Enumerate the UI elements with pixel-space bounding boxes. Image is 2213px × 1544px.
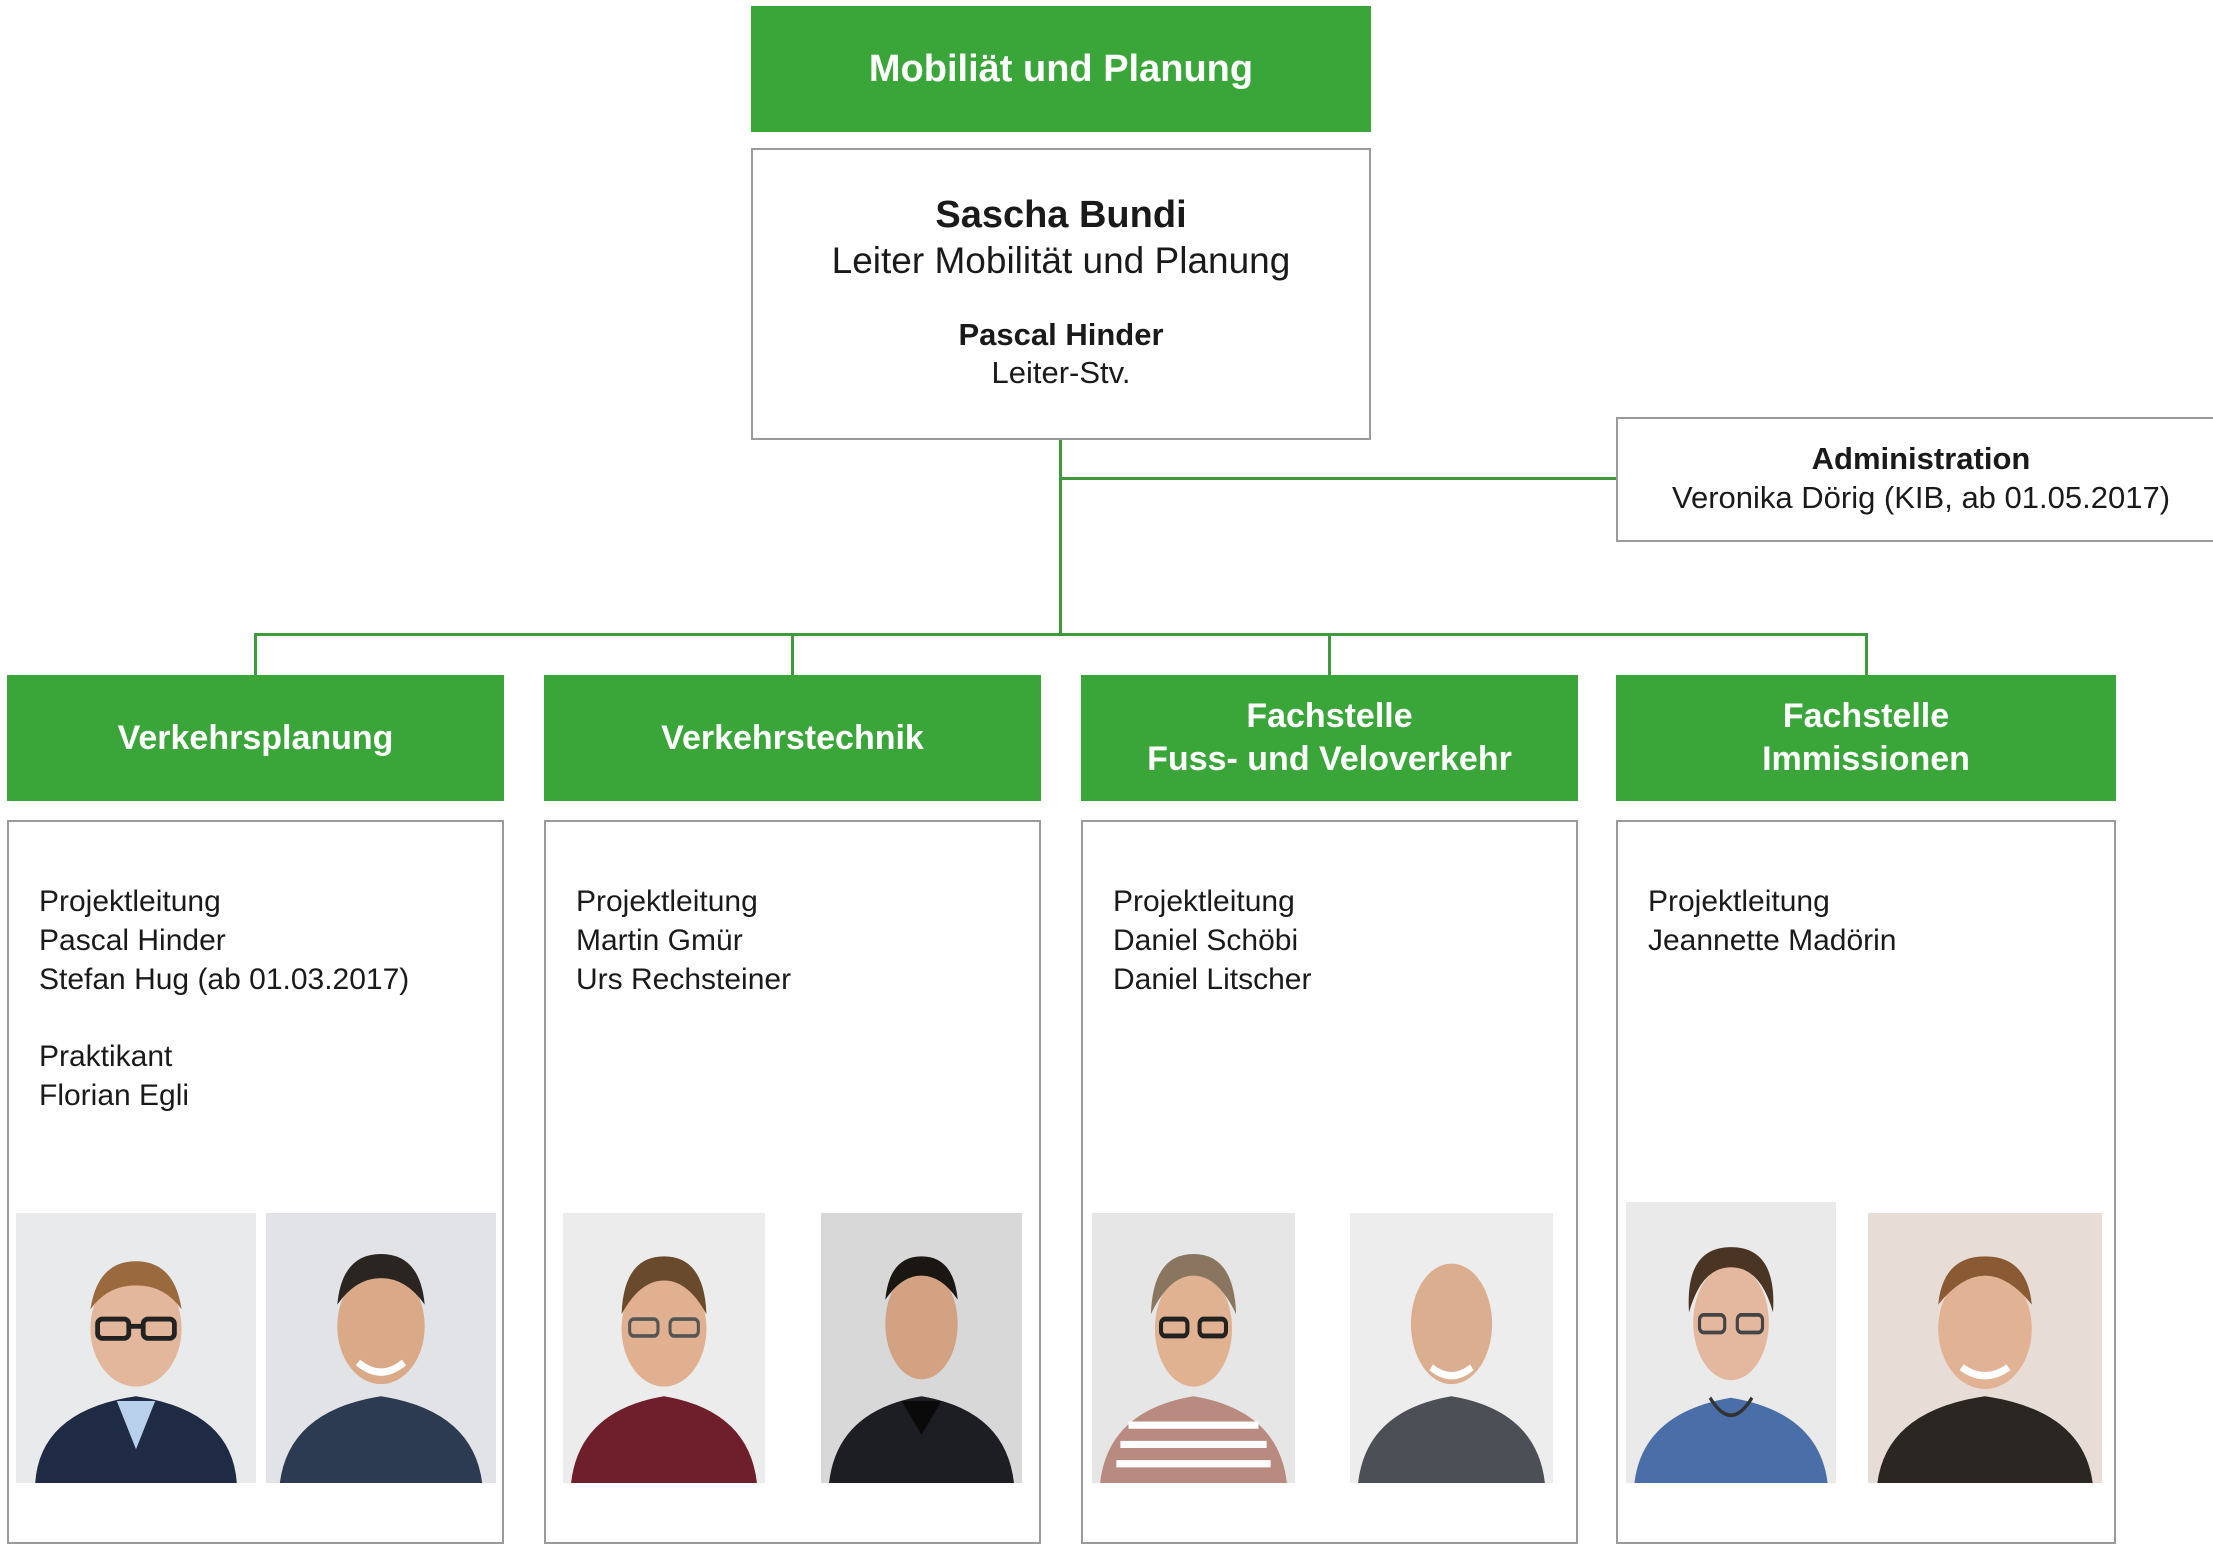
member-name: Pascal Hinder: [39, 924, 226, 957]
portrait-photo: [266, 1213, 496, 1483]
dept-title-line: Immissionen: [1762, 740, 1970, 778]
dept-header-verkehrsplanung: Verkehrsplanung: [7, 675, 504, 801]
group-label: Projektleitung: [39, 885, 221, 918]
connector-dept-2: [791, 633, 794, 675]
member-name: Urs Rechsteiner: [576, 963, 792, 996]
member-name: Jeannette Madörin: [1648, 924, 1897, 957]
portrait-photo: [16, 1213, 256, 1483]
group-label: Projektleitung: [1113, 885, 1295, 918]
dept-title-line: Fachstelle: [1246, 697, 1413, 735]
portrait-photo: [1092, 1213, 1295, 1483]
connector-bus: [254, 633, 1868, 636]
group-label: Projektleitung: [576, 885, 758, 918]
deputy-name: Pascal Hinder: [958, 317, 1164, 352]
group-label: Projektleitung: [1648, 885, 1830, 918]
portrait-photo: [563, 1213, 765, 1483]
leader-name: Sascha Bundi: [935, 194, 1187, 236]
dept-header-verkehrstechnik: Verkehrstechnik: [544, 675, 1041, 801]
member-name: Stefan Hug (ab 01.03.2017): [39, 963, 410, 996]
member-name: Daniel Schöbi: [1113, 924, 1299, 957]
dept-title-line: Fuss- und Veloverkehr: [1147, 740, 1512, 778]
member-name: Florian Egli: [39, 1079, 190, 1112]
admin-box: Administration Veronika Dörig (KIB, ab 0…: [1616, 417, 2213, 542]
connector-trunk: [1059, 440, 1062, 635]
dept-title-line: Verkehrsplanung: [117, 718, 394, 757]
portrait-photo: [821, 1213, 1022, 1483]
connector-dept-1: [254, 633, 257, 675]
dept-header-fuss-veloverkehr: Fachstelle Fuss- und Veloverkehr: [1081, 675, 1578, 801]
admin-person: Veronika Dörig (KIB, ab 01.05.2017): [1671, 480, 2171, 515]
portrait-photo: [1626, 1202, 1836, 1483]
connector-dept-3: [1328, 633, 1331, 675]
leader-box: Sascha Bundi Leiter Mobilität und Planun…: [751, 148, 1371, 440]
dept-title-line: Verkehrstechnik: [661, 718, 924, 757]
group-label: Praktikant: [39, 1040, 173, 1073]
portrait-photo: [1350, 1213, 1553, 1483]
deputy-role: Leiter-Stv.: [991, 355, 1131, 390]
dept-title-line: Fachstelle: [1782, 697, 1950, 735]
member-name: Martin Gmür: [576, 924, 743, 957]
leader-role: Leiter Mobilität und Planung: [831, 240, 1291, 281]
member-name: Daniel Litscher: [1113, 963, 1312, 996]
admin-title: Administration: [1811, 441, 2031, 476]
connector-admin: [1060, 477, 1617, 480]
portrait-photo: [1868, 1213, 2102, 1483]
org-title: Mobiliät und Planung: [868, 47, 1254, 90]
connector-dept-4: [1865, 633, 1868, 675]
dept-header-immissionen: Fachstelle Immissionen: [1616, 675, 2116, 801]
org-title-header: Mobiliät und Planung: [751, 6, 1371, 132]
